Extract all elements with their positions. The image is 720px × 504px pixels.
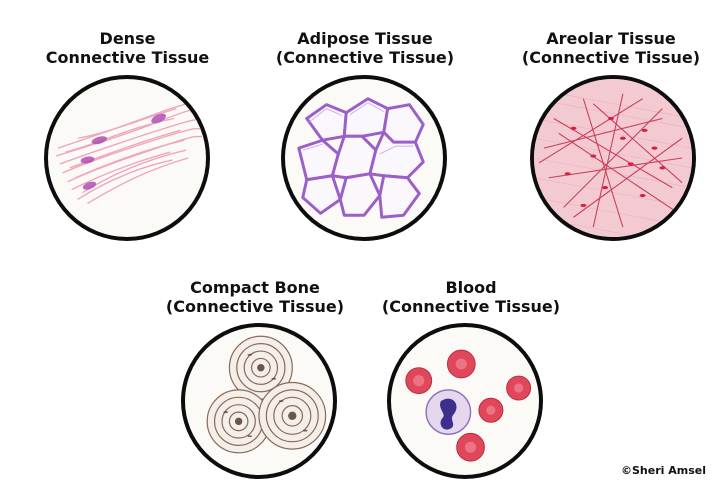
- blood-subtitle: (Connective Tissue): [381, 297, 561, 316]
- adipose-tissue-icon: [297, 97, 425, 219]
- areolar-tissue-label: Areolar Tissue (Connective Tissue): [516, 29, 706, 67]
- dense-tissue-title: Dense: [99, 29, 156, 48]
- compact-bone-subtitle: (Connective Tissue): [165, 297, 345, 316]
- areolar-tissue-circle: [530, 75, 696, 241]
- compact-bone-title: Compact Bone: [190, 278, 320, 297]
- compact-bone-circle: [181, 323, 337, 479]
- compact-bone-icon: [206, 335, 327, 454]
- adipose-tissue-title: Adipose Tissue: [297, 29, 433, 48]
- blood-circle: [387, 323, 543, 479]
- adipose-tissue-subtitle: (Connective Tissue): [275, 48, 455, 67]
- areolar-tissue-subtitle: (Connective Tissue): [521, 48, 701, 67]
- adipose-tissue-label: Adipose Tissue (Connective Tissue): [270, 29, 460, 67]
- adipose-tissue-circle: [281, 75, 447, 241]
- dense-tissue-label: Dense Connective Tissue: [40, 29, 215, 67]
- compact-bone-label: Compact Bone (Connective Tissue): [160, 278, 350, 316]
- blood-title: Blood: [445, 278, 497, 297]
- copyright-credit: ©Sheri Amsel: [621, 464, 706, 477]
- areolar-tissue-title: Areolar Tissue: [546, 29, 676, 48]
- dense-tissue-subtitle: Connective Tissue: [45, 48, 210, 67]
- dense-tissue-circle: [44, 75, 210, 241]
- blood-label: Blood (Connective Tissue): [376, 278, 566, 316]
- areolar-tissue-icon: [534, 79, 692, 237]
- blood-cells-icon: [405, 349, 532, 462]
- dense-connective-tissue-icon: [55, 98, 206, 205]
